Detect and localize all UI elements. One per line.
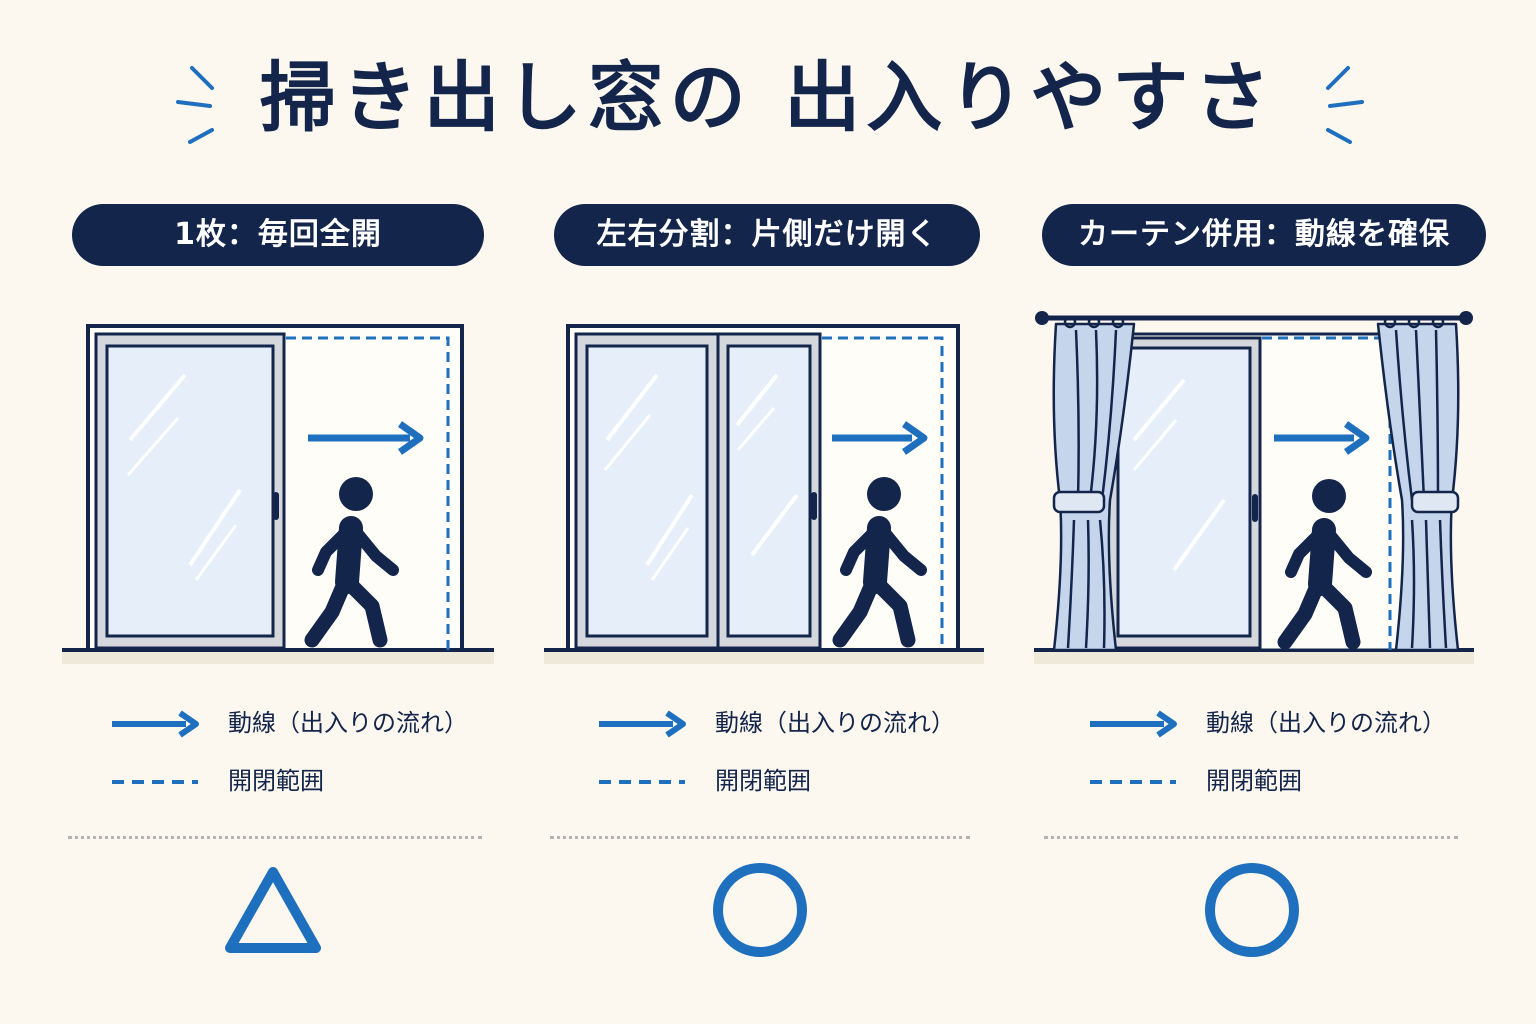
legend-dashed-row: 開閉範囲 [597, 761, 977, 801]
legend-arrow-row: 動線（出入りの流れ） [597, 703, 977, 743]
legend-arrow-icon [599, 710, 686, 738]
legend-arrow-icon [112, 710, 199, 738]
right-curtain-tieback [1410, 490, 1460, 514]
legend-dashed-row: 開閉範囲 [110, 761, 490, 801]
panel-label: カーテン併用：動線を確保 [1042, 204, 1486, 266]
legend-dashed-label: 開閉範囲 [1206, 767, 1302, 795]
legend-dashed-icon [1090, 780, 1176, 784]
legend-dashed-icon [599, 780, 685, 784]
left-curtain [1052, 315, 1136, 652]
left-burst-icon [176, 66, 214, 144]
right-curtain [1376, 315, 1460, 652]
rating-circle-icon [1205, 863, 1299, 957]
page-title: 掃き出し窓の 出入りやすさ [259, 53, 1277, 142]
legend-arrow-label: 動線（出入りの流れ） [715, 709, 955, 737]
panel-curtain-window: カーテン併用：動線を確保 [1024, 0, 1536, 1024]
window-glass [1116, 346, 1252, 638]
floor [1034, 650, 1474, 664]
divider [550, 836, 970, 839]
legend-dashed-icon [112, 780, 198, 784]
legend-arrow-label: 動線（出入りの流れ） [228, 709, 468, 737]
split-window-scene [544, 324, 984, 664]
window-glass-left [585, 344, 709, 638]
left-curtain-tieback [1052, 490, 1106, 514]
opening-range-dashed [822, 336, 944, 650]
rating-triangle-icon [225, 867, 321, 953]
rating-circle-icon [713, 863, 807, 957]
walking-person-icon [832, 477, 927, 648]
legend-arrow-row: 動線（出入りの流れ） [110, 703, 490, 743]
legend-arrow-icon [1090, 710, 1177, 738]
panel-split-window: 左右分割：片側だけ開く [512, 0, 1024, 1024]
walking-person-icon [304, 477, 399, 648]
right-burst-icon [1326, 66, 1364, 144]
legend-arrow-row: 動線（出入りの流れ） [1088, 703, 1468, 743]
opening-range-dashed [286, 336, 450, 650]
panel-label: 左右分割：片側だけ開く [554, 204, 980, 266]
panel-label: 1枚：毎回全開 [72, 204, 484, 266]
floor [62, 650, 494, 664]
divider [68, 836, 482, 839]
legend-dashed-label: 開閉範囲 [715, 767, 811, 795]
window-handle [273, 492, 279, 520]
window-glass [105, 344, 275, 638]
legend-arrow-label: 動線（出入りの流れ） [1206, 709, 1446, 737]
floor [544, 650, 984, 664]
legend-dashed-label: 開閉範囲 [228, 767, 324, 795]
divider [1044, 836, 1458, 839]
walking-person-icon [1277, 479, 1372, 650]
single-window-scene [62, 324, 494, 664]
window-glass-right [726, 344, 812, 638]
window-handle [1252, 494, 1258, 522]
panel-single-window: 1枚：毎回全開 動線（出入り [0, 0, 512, 1024]
legend-dashed-row: 開閉範囲 [1088, 761, 1468, 801]
window-handle [811, 492, 817, 520]
curtain-window-scene [1034, 311, 1474, 664]
